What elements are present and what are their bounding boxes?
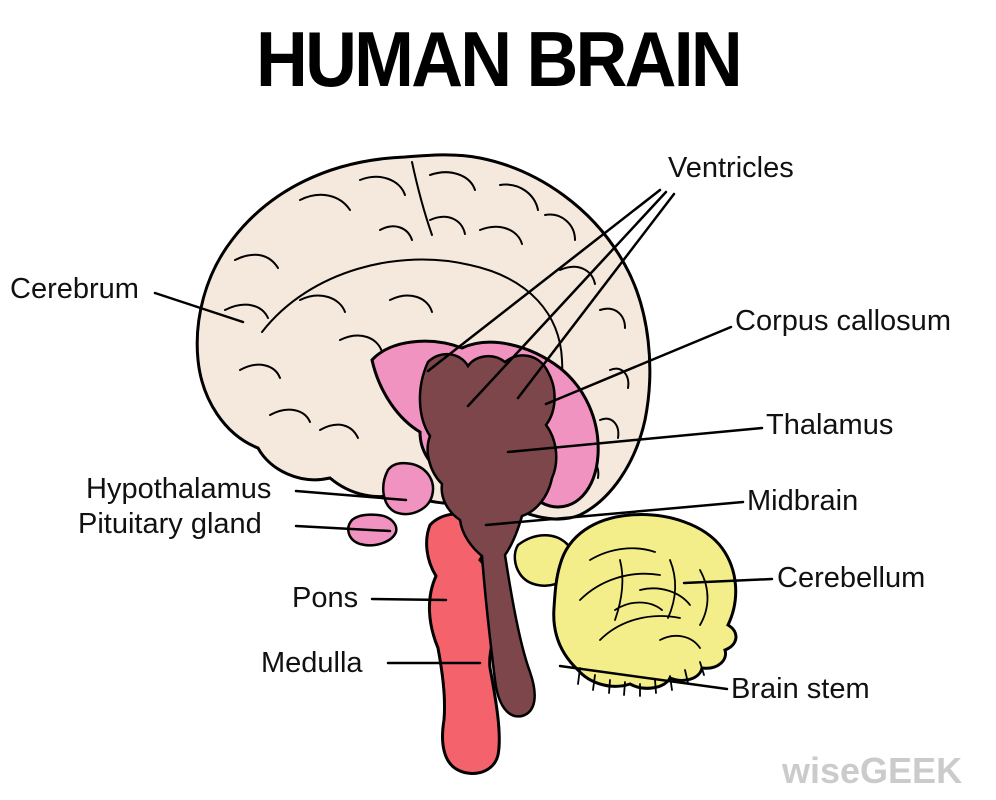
cerebellum-texture-lines <box>577 547 709 697</box>
cerebrum-leader-line <box>153 291 245 324</box>
pituitary-leader-line <box>294 524 392 533</box>
hypothalamus-leader-line <box>294 489 408 502</box>
label-ventricles: Ventricles <box>668 152 794 184</box>
leader-lines <box>153 188 774 691</box>
inner-brain-shape <box>418 353 558 718</box>
watermark: wiseGEEK <box>782 750 963 791</box>
thalamus-leader-line <box>506 426 764 454</box>
label-pons: Pons <box>292 582 359 614</box>
label-cerebrum: Cerebrum <box>10 273 139 305</box>
label-pituitary-gland: Pituitary gland <box>78 508 262 540</box>
hypothalamus-shape <box>382 461 435 516</box>
ventricles-leader-line-2 <box>466 190 668 408</box>
brain-stem-leader-line <box>558 664 729 691</box>
pons-leader-line <box>370 597 448 602</box>
ventricles-leader-line-1 <box>426 188 662 373</box>
cerebellum-leader-line <box>682 577 774 585</box>
label-corpus-callosum: Corpus callosum <box>735 305 951 337</box>
ventricles-leader-line-3 <box>516 192 676 400</box>
label-medulla: Medulla <box>261 647 363 679</box>
midbrain-leader-line <box>484 500 745 527</box>
corpus-callosum-leader-line <box>544 325 733 406</box>
label-thalamus: Thalamus <box>766 409 894 441</box>
label-midbrain: Midbrain <box>747 485 859 517</box>
cerebrum-gyri-lines <box>224 161 630 479</box>
page-title: HUMAN BRAIN <box>256 15 743 103</box>
label-cerebellum: Cerebellum <box>777 562 926 594</box>
label-hypothalamus: Hypothalamus <box>86 473 272 505</box>
cerebellum-shape <box>552 513 738 690</box>
label-brain-stem: Brain stem <box>731 673 870 705</box>
